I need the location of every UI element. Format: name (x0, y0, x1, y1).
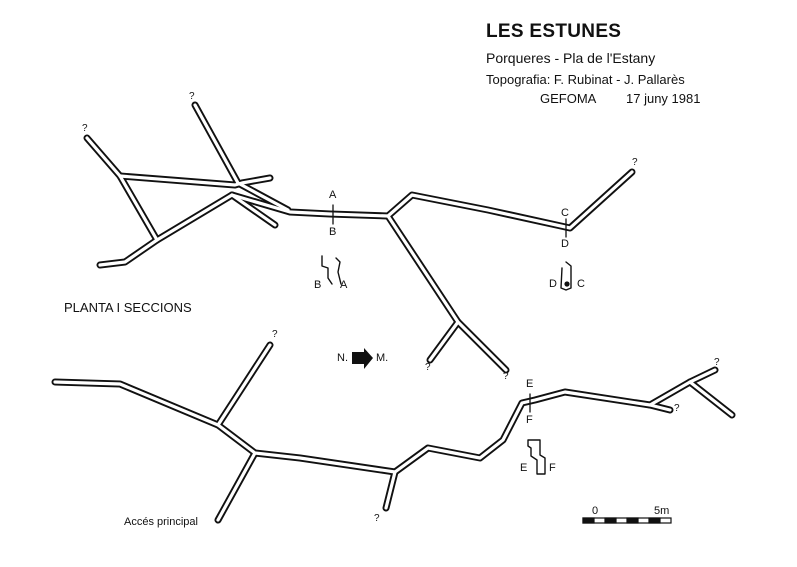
section-cd-floor-mark (564, 281, 570, 287)
survey-club: GEFOMA (540, 91, 597, 106)
magnetic-label: M. (376, 352, 389, 364)
north-arrow-icon (352, 348, 373, 369)
plan-label: PLANTA I SECCIONS (64, 300, 192, 315)
section-label-d: D (561, 238, 569, 250)
map-title: LES ESTUNES (486, 21, 622, 42)
section-profile-label-d: D (549, 278, 557, 290)
section-label-c: C (561, 207, 569, 219)
unknown-continuation-marker: ? (503, 371, 509, 382)
section-label-a: A (329, 189, 337, 201)
section-cut-lines (332, 204, 567, 413)
section-profile-label-f: F (549, 462, 556, 474)
unknown-continuation-marker: ? (374, 513, 380, 524)
unknown-continuation-marker: ? (272, 329, 278, 340)
unknown-continuation-marker: ? (674, 403, 680, 414)
section-profile-ef (527, 439, 546, 475)
survey-credits: Topografia: F. Rubinat - J. Pallarès (486, 72, 685, 87)
scale-start-label: 0 (592, 505, 599, 517)
section-label-f: F (526, 414, 533, 426)
map-location: Porqueres - Pla de l'Estany (486, 50, 656, 66)
section-label-e: E (526, 378, 534, 390)
unknown-continuation-marker: ? (189, 91, 195, 102)
unknown-continuation-marker: ? (82, 123, 88, 134)
section-profile-ab (321, 255, 342, 285)
unknown-continuation-marker: ? (714, 357, 720, 368)
scale-bar (582, 517, 672, 524)
section-label-b: B (329, 226, 337, 238)
passage-cores (53, 103, 734, 522)
entrance-label: Accés principal (124, 516, 198, 528)
unknown-continuation-marker: ? (632, 157, 638, 168)
north-label: N. (337, 352, 348, 364)
section-profile-cd (560, 261, 572, 291)
unknown-continuation-marker: ? (425, 362, 431, 373)
section-profile-label-e: E (520, 462, 528, 474)
section-profile-label-c: C (577, 278, 585, 290)
section-profile-label-a: A (340, 279, 348, 291)
survey-date: 17 juny 1981 (626, 91, 701, 106)
section-profile-label-b: B (314, 279, 322, 291)
scale-end-label: 5m (654, 505, 670, 517)
